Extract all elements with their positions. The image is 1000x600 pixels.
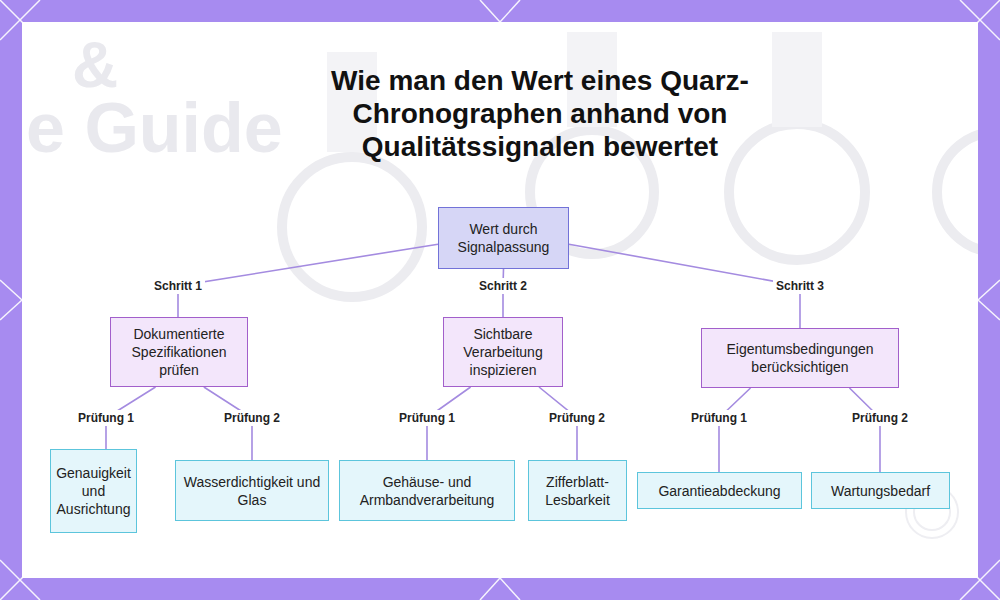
step-box: Eigentumsbedingungen berücksichtigen [701, 328, 899, 388]
node-text-group: Wartungsbedarf [831, 482, 930, 500]
edge-label: Schritt 1 [151, 278, 205, 294]
edge-label: Prüfung 1 [396, 410, 458, 426]
watermark-text: e Guide [26, 88, 283, 168]
step-box: Dokumentierte Spezifikationen prüfen [110, 317, 248, 387]
node-text-group: Garantieabdeckung [658, 482, 780, 500]
edge-label: Prüfung 1 [75, 410, 137, 426]
connector-line [719, 388, 751, 472]
step-box: Sichtbare Verarbeitung inspizieren [443, 317, 563, 387]
connector-line [850, 388, 881, 472]
edge-label: Prüfung 2 [849, 410, 911, 426]
check-box: Wartungsbedarf [811, 472, 950, 509]
root-box: Wert durch Signalpassung [438, 207, 569, 269]
node-text: Sichtbare Verarbeitung inspizieren [450, 325, 556, 379]
check-box: Garantieabdeckung [637, 472, 802, 509]
node-text: Dokumentierte Spezifikationen prüfen [117, 325, 241, 379]
node-text: Gehäuse- und Armbandverarbeitung [346, 473, 508, 509]
node-text-group: Wasserdichtigkeit und Glas [182, 473, 322, 509]
node-text: Wert durch Signalpassung [445, 220, 562, 256]
node-text-group: Genauigkeit und Ausrichtung [56, 464, 131, 518]
check-box: Genauigkeit und Ausrichtung [50, 449, 137, 533]
node-text: Genauigkeit und Ausrichtung [56, 464, 131, 518]
check-box: Zifferblatt-Lesbarkeit [528, 460, 627, 521]
node-text-group: Wert durch Signalpassung [445, 220, 562, 256]
node-text: Wasserdichtigkeit und Glas [182, 473, 322, 509]
node-text: Garantieabdeckung [658, 482, 780, 500]
check-box: Wasserdichtigkeit und Glas [175, 460, 329, 521]
node-text: Zifferblatt-Lesbarkeit [535, 473, 620, 509]
edge-label: Schritt 3 [773, 278, 827, 294]
node-text-group: Sichtbare Verarbeitung inspizieren [450, 325, 556, 379]
diagram-title: Wie man den Wert eines Quarz-Chronograph… [290, 64, 790, 163]
node-text-group: Dokumentierte Spezifikationen prüfen [117, 325, 241, 379]
node-text-group: Gehäuse- und Armbandverarbeitung [346, 473, 508, 509]
connector-line [569, 244, 800, 328]
edge-label: Prüfung 2 [546, 410, 608, 426]
edge-label: Prüfung 1 [688, 410, 750, 426]
node-text: Eigentumsbedingungen berücksichtigen [708, 340, 892, 376]
node-text: Wartungsbedarf [831, 482, 930, 500]
check-box: Gehäuse- und Armbandverarbeitung [339, 460, 515, 521]
node-text-group: Zifferblatt-Lesbarkeit [535, 473, 620, 509]
edge-label: Schritt 2 [476, 278, 530, 294]
edge-label: Prüfung 2 [221, 410, 283, 426]
node-text-group: Eigentumsbedingungen berücksichtigen [708, 340, 892, 376]
connector-line [178, 244, 438, 317]
